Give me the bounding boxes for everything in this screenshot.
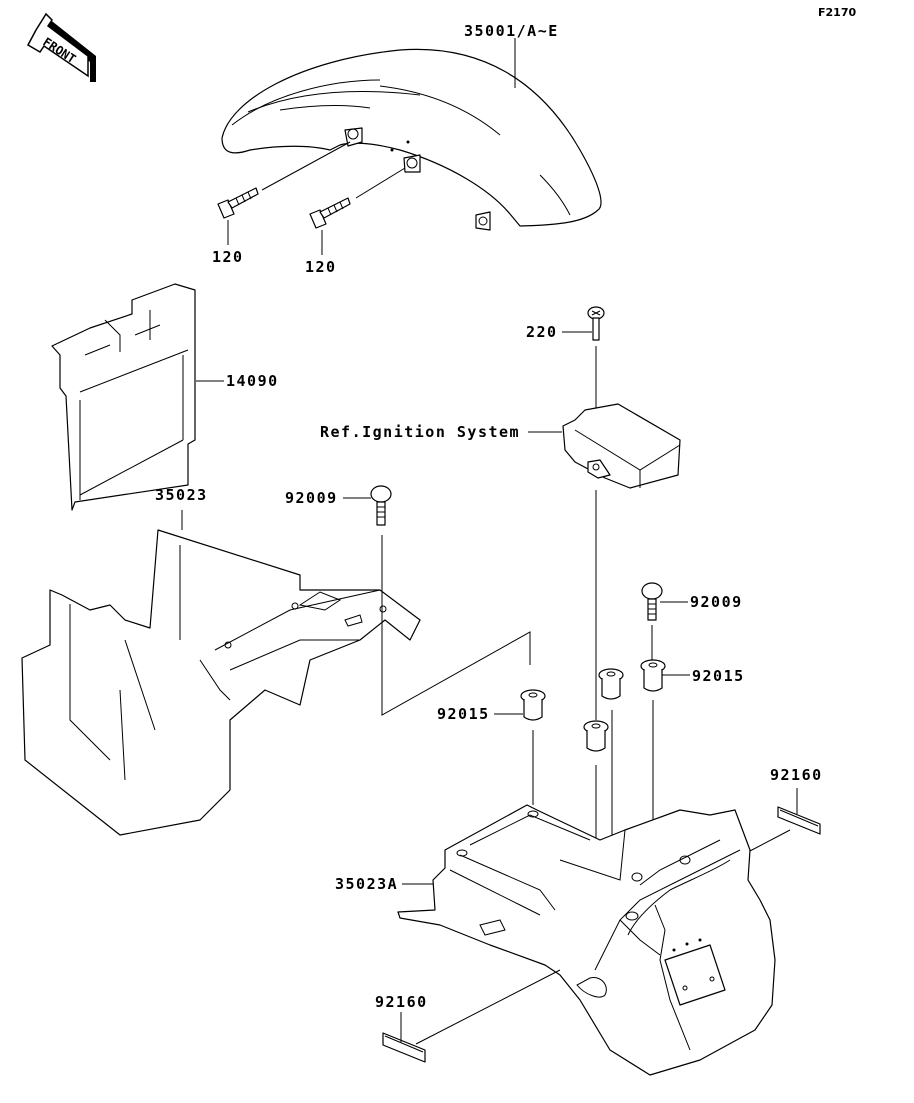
callout-bolt-rear-fender-front: 92009 [285,489,338,507]
callout-bolt-right: 120 [305,258,337,276]
bolt-icon [217,187,259,219]
rear-fender-front [21,529,421,836]
rear-fender-rear [397,804,776,1076]
grommet-icon [583,720,609,752]
grommet-icon [598,668,624,700]
grommet-icon [640,659,666,692]
label-92160-bottom [382,1032,426,1063]
callout-label-bottom: 92160 [375,993,428,1011]
callout-bolt-left: 120 [212,248,244,266]
screw-icon [587,306,605,341]
callout-label-right: 92160 [770,766,823,784]
bolt-icon [641,582,663,621]
callout-igniter-reference: Ref.Ignition System [320,423,520,441]
bolt-icon [309,197,351,229]
igniter-unit [562,403,681,489]
cover-14090 [51,283,196,511]
label-92160-right [777,806,821,835]
bolt-icon [370,485,392,526]
callout-cover: 14090 [226,372,279,390]
callout-screw-igniter: 220 [526,323,558,341]
callout-front-fender: 35001/A~E [464,22,559,40]
callout-bolt-rear-fender-rear: 92009 [690,593,743,611]
front-arrow-icon: FRONT [26,12,96,82]
grommet-icon [520,689,546,721]
diagram-code: F2170 [818,6,856,19]
callout-grommet-left: 92015 [437,705,490,723]
callout-rear-fender-front: 35023 [155,486,208,504]
front-fender [221,48,602,231]
callout-rear-fender-rear: 35023A [335,875,398,893]
callout-grommet-right: 92015 [692,667,745,685]
